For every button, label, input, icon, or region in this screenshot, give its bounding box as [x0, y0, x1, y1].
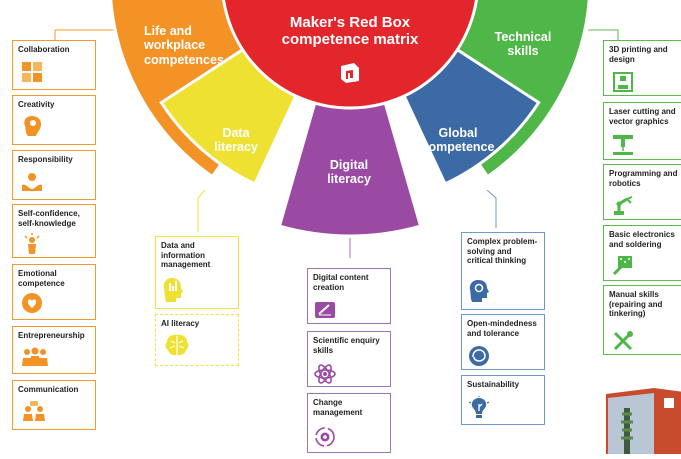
life-card-responsibility: Responsibility: [12, 150, 96, 200]
life-card-creativity: Creativity: [12, 95, 96, 145]
technical-connector: [588, 29, 619, 40]
life-card-collaboration: Collaboration: [12, 40, 96, 90]
segment-center-title: [222, 0, 478, 110]
entrepreneurship-icon: [21, 347, 49, 367]
segment-label-global: Global competence: [421, 126, 495, 155]
data-card-information-management: Data and information management: [155, 236, 239, 309]
tools-icon: [612, 330, 634, 352]
3d-printer-icon: [612, 71, 634, 93]
digital-card-content-creation: Digital content creation: [307, 268, 391, 324]
competence-wheel: [54, 0, 619, 258]
global-connector: [486, 189, 497, 228]
open-mind-icon: [468, 345, 490, 367]
red-box-logo-icon: [338, 62, 362, 84]
atom-icon: [314, 364, 336, 384]
segment-label-digital: Digital literacy: [327, 158, 371, 187]
life-card-self-confidence: Self-confidence, self-knowledge: [12, 204, 96, 258]
change-gear-icon: [314, 426, 336, 448]
life-card-emotional-competence: Emotional competence: [12, 264, 96, 320]
sustainability-bulb-icon: [468, 396, 490, 420]
life-card-entrepreneurship: Entrepreneurship: [12, 326, 96, 374]
global-card-sustainability: Sustainability: [461, 375, 545, 425]
emotional-icon: [21, 292, 43, 314]
wheel-title: Maker's Red Box competence matrix: [281, 14, 419, 49]
red-box-product-image: [604, 384, 681, 454]
technical-card-manual-skills: Manual skills (repairing and tinkering): [603, 285, 681, 355]
life-card-communication: Communication: [12, 380, 96, 430]
digital-card-change-management: Change management: [307, 393, 391, 453]
segment-label-life: Life and workplace competences: [144, 24, 224, 67]
global-card-open-mindedness: Open-mindedness and tolerance: [461, 314, 545, 370]
segment-label-technical: Technical skills: [494, 30, 552, 59]
technical-card-laser-cutting: Laser cutting and vector graphics: [603, 102, 681, 160]
creativity-icon: [21, 114, 43, 138]
data-head-icon: [162, 277, 184, 303]
technical-card-3d-printing: 3D printing and design: [603, 40, 681, 96]
digital-card-scientific-enquiry: Scientific enquiry skills: [307, 331, 391, 387]
content-creation-icon: [314, 301, 336, 319]
ai-brain-icon: [164, 333, 190, 357]
responsibility-icon: [21, 171, 43, 193]
technical-card-programming: Programming and robotics: [603, 164, 681, 220]
global-card-problem-solving: Complex problem-solving and critical thi…: [461, 232, 545, 310]
data-card-ai-literacy: AI literacy: [155, 314, 239, 366]
soldering-icon: [612, 254, 634, 276]
technical-card-electronics: Basic electronics and soldering: [603, 225, 681, 281]
robot-arm-icon: [612, 194, 634, 216]
collaboration-icon: [21, 61, 43, 83]
communication-icon: [21, 401, 47, 423]
laser-cutter-icon: [612, 134, 634, 156]
segment-label-data: Data literacy: [214, 126, 258, 155]
thinking-head-icon: [468, 279, 490, 303]
self-confidence-icon: [22, 233, 42, 255]
data-connector: [197, 189, 206, 232]
